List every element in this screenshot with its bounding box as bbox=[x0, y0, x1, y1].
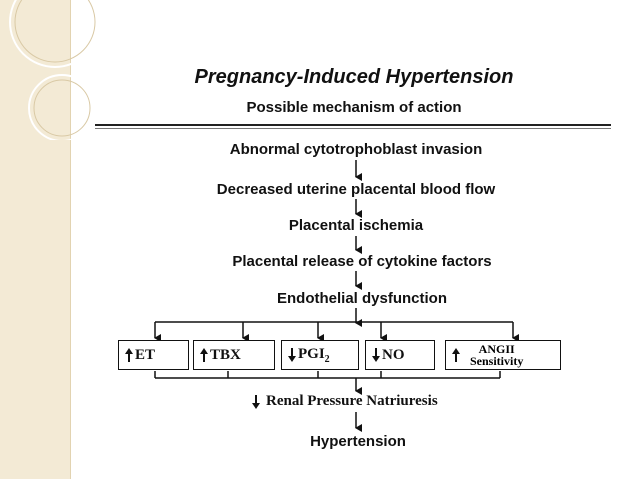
title-divider bbox=[95, 124, 611, 126]
outcome-hypertension: Hypertension bbox=[310, 433, 406, 450]
factor-box-angii: ANGII Sensitivity bbox=[445, 340, 561, 370]
factor-label-angii-line1: ANGII bbox=[478, 342, 515, 356]
step-decreased-blood-flow: Decreased uterine placental blood flow bbox=[216, 181, 496, 198]
arrow-up-icon bbox=[452, 348, 460, 362]
factor-label-angii-line2: Sensitivity bbox=[470, 354, 524, 368]
factor-box-no: NO bbox=[365, 340, 435, 370]
step-abnormal-invasion: Abnormal cytotrophoblast invasion bbox=[229, 141, 483, 158]
factor-label-et: ET bbox=[135, 346, 156, 363]
decorative-circles bbox=[9, 0, 101, 140]
arrow-up-icon bbox=[125, 348, 133, 362]
factor-label-no: NO bbox=[382, 346, 405, 363]
step-endothelial-dysfunction: Endothelial dysfunction bbox=[276, 290, 448, 307]
title-divider-thin bbox=[95, 128, 611, 129]
renal-row: Renal Pressure Natriuresis bbox=[250, 393, 438, 410]
arrow-up-icon bbox=[200, 348, 208, 362]
factor-box-pgi2: PGI2 bbox=[281, 340, 359, 370]
slide-subtitle: Possible mechanism of action bbox=[246, 99, 462, 116]
factor-box-et: ET bbox=[118, 340, 189, 370]
factor-label-pgi2: PGI2 bbox=[298, 345, 330, 365]
arrow-down-icon bbox=[252, 394, 260, 409]
arrow-down-icon bbox=[288, 348, 296, 362]
factor-label-tbx: TBX bbox=[210, 346, 241, 363]
step-cytokine-release: Placental release of cytokine factors bbox=[232, 253, 492, 270]
factor-label-pgi2-subscript: 2 bbox=[324, 353, 330, 365]
arrow-down-icon bbox=[372, 348, 380, 362]
factor-box-tbx: TBX bbox=[193, 340, 275, 370]
slide-title: Pregnancy-Induced Hypertension bbox=[194, 66, 514, 88]
step-placental-ischemia: Placental ischemia bbox=[288, 217, 424, 234]
renal-label: Renal Pressure Natriuresis bbox=[266, 393, 438, 409]
factor-label-angii: ANGII Sensitivity bbox=[470, 343, 523, 367]
